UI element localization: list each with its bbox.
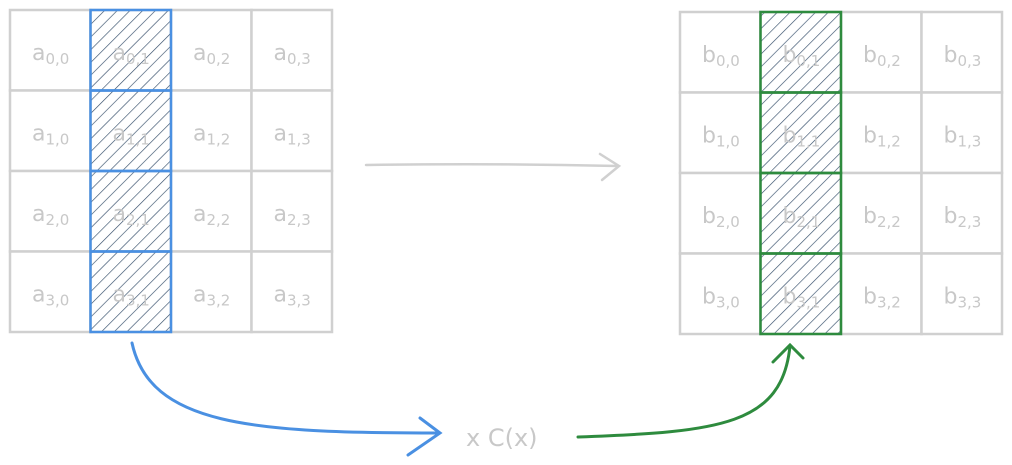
cell-label: a1,0 bbox=[32, 122, 69, 149]
matrix-cell bbox=[920, 171, 1004, 255]
highlighted-cell bbox=[759, 91, 843, 175]
cell-label: b2,3 bbox=[944, 204, 982, 231]
cell-label: a3,2 bbox=[193, 283, 230, 310]
highlighted-cell bbox=[89, 8, 173, 92]
matrix-cell bbox=[250, 169, 334, 253]
cell-label: a2,1 bbox=[113, 202, 150, 229]
cell-label: b3,1 bbox=[783, 285, 821, 312]
cell-label: b0,3 bbox=[944, 43, 982, 70]
cell-label: a0,1 bbox=[113, 41, 150, 68]
output-column-arrow bbox=[576, 342, 805, 439]
cell-label: a1,1 bbox=[113, 122, 150, 149]
matrix-cell bbox=[8, 8, 92, 92]
cell-label: b1,0 bbox=[702, 124, 740, 151]
matrix-cell bbox=[920, 91, 1004, 175]
cell-label: a0,0 bbox=[32, 41, 69, 68]
cell-label: b2,1 bbox=[783, 204, 821, 231]
input-column-arrow bbox=[130, 341, 443, 457]
highlighted-cell bbox=[89, 169, 173, 253]
cell-label: a1,3 bbox=[274, 122, 311, 149]
cell-label: b3,0 bbox=[702, 285, 740, 312]
matrix-cell bbox=[250, 89, 334, 173]
matrix-cell bbox=[8, 250, 92, 334]
matrix-cell bbox=[920, 10, 1004, 94]
cell-label: b1,1 bbox=[783, 124, 821, 151]
cell-label: b0,2 bbox=[863, 43, 901, 70]
cell-label: b1,2 bbox=[863, 124, 901, 151]
highlighted-cell bbox=[759, 252, 843, 336]
cell-label: b2,2 bbox=[863, 204, 901, 231]
cell-label: a2,0 bbox=[32, 202, 69, 229]
cell-label: b3,3 bbox=[944, 285, 982, 312]
cell-label: a3,0 bbox=[32, 283, 69, 310]
matrix-cell bbox=[920, 252, 1004, 336]
cell-label: b2,0 bbox=[702, 204, 740, 231]
cell-label: a0,3 bbox=[274, 41, 311, 68]
transform-arrow bbox=[364, 152, 622, 182]
cell-label: a2,2 bbox=[193, 202, 230, 229]
operation-label: x C(x) bbox=[466, 424, 538, 452]
cell-label: b3,2 bbox=[863, 285, 901, 312]
cell-label: b0,0 bbox=[702, 43, 740, 70]
matrix-a: a0,0 a0,1 a0,2 a0,3 a1,0 a1,1 a1,2 a1,3 a2,0 a2,1… bbox=[8, 8, 334, 334]
matrix-cell bbox=[250, 250, 334, 334]
matrix-cell bbox=[839, 10, 923, 94]
highlighted-cell bbox=[89, 250, 173, 334]
cell-label: b1,3 bbox=[944, 124, 982, 151]
cell-label: a3,3 bbox=[274, 283, 311, 310]
cell-label: a3,1 bbox=[113, 283, 150, 310]
cell-label: a2,3 bbox=[274, 202, 311, 229]
cell-label: a1,2 bbox=[193, 122, 230, 149]
matrix-cell bbox=[839, 252, 923, 336]
cell-label: b0,1 bbox=[783, 43, 821, 70]
matrix-cell bbox=[678, 171, 762, 255]
highlighted-cell bbox=[759, 171, 843, 255]
matrix-b: b0,0 b0,1 b0,2 b0,3 b1,0 b1,1 b1,2 b1,3 b2,0 b2,1… bbox=[678, 10, 1004, 336]
highlighted-cell bbox=[89, 89, 173, 173]
matrix-cell bbox=[250, 8, 334, 92]
cell-label: a0,2 bbox=[193, 41, 230, 68]
